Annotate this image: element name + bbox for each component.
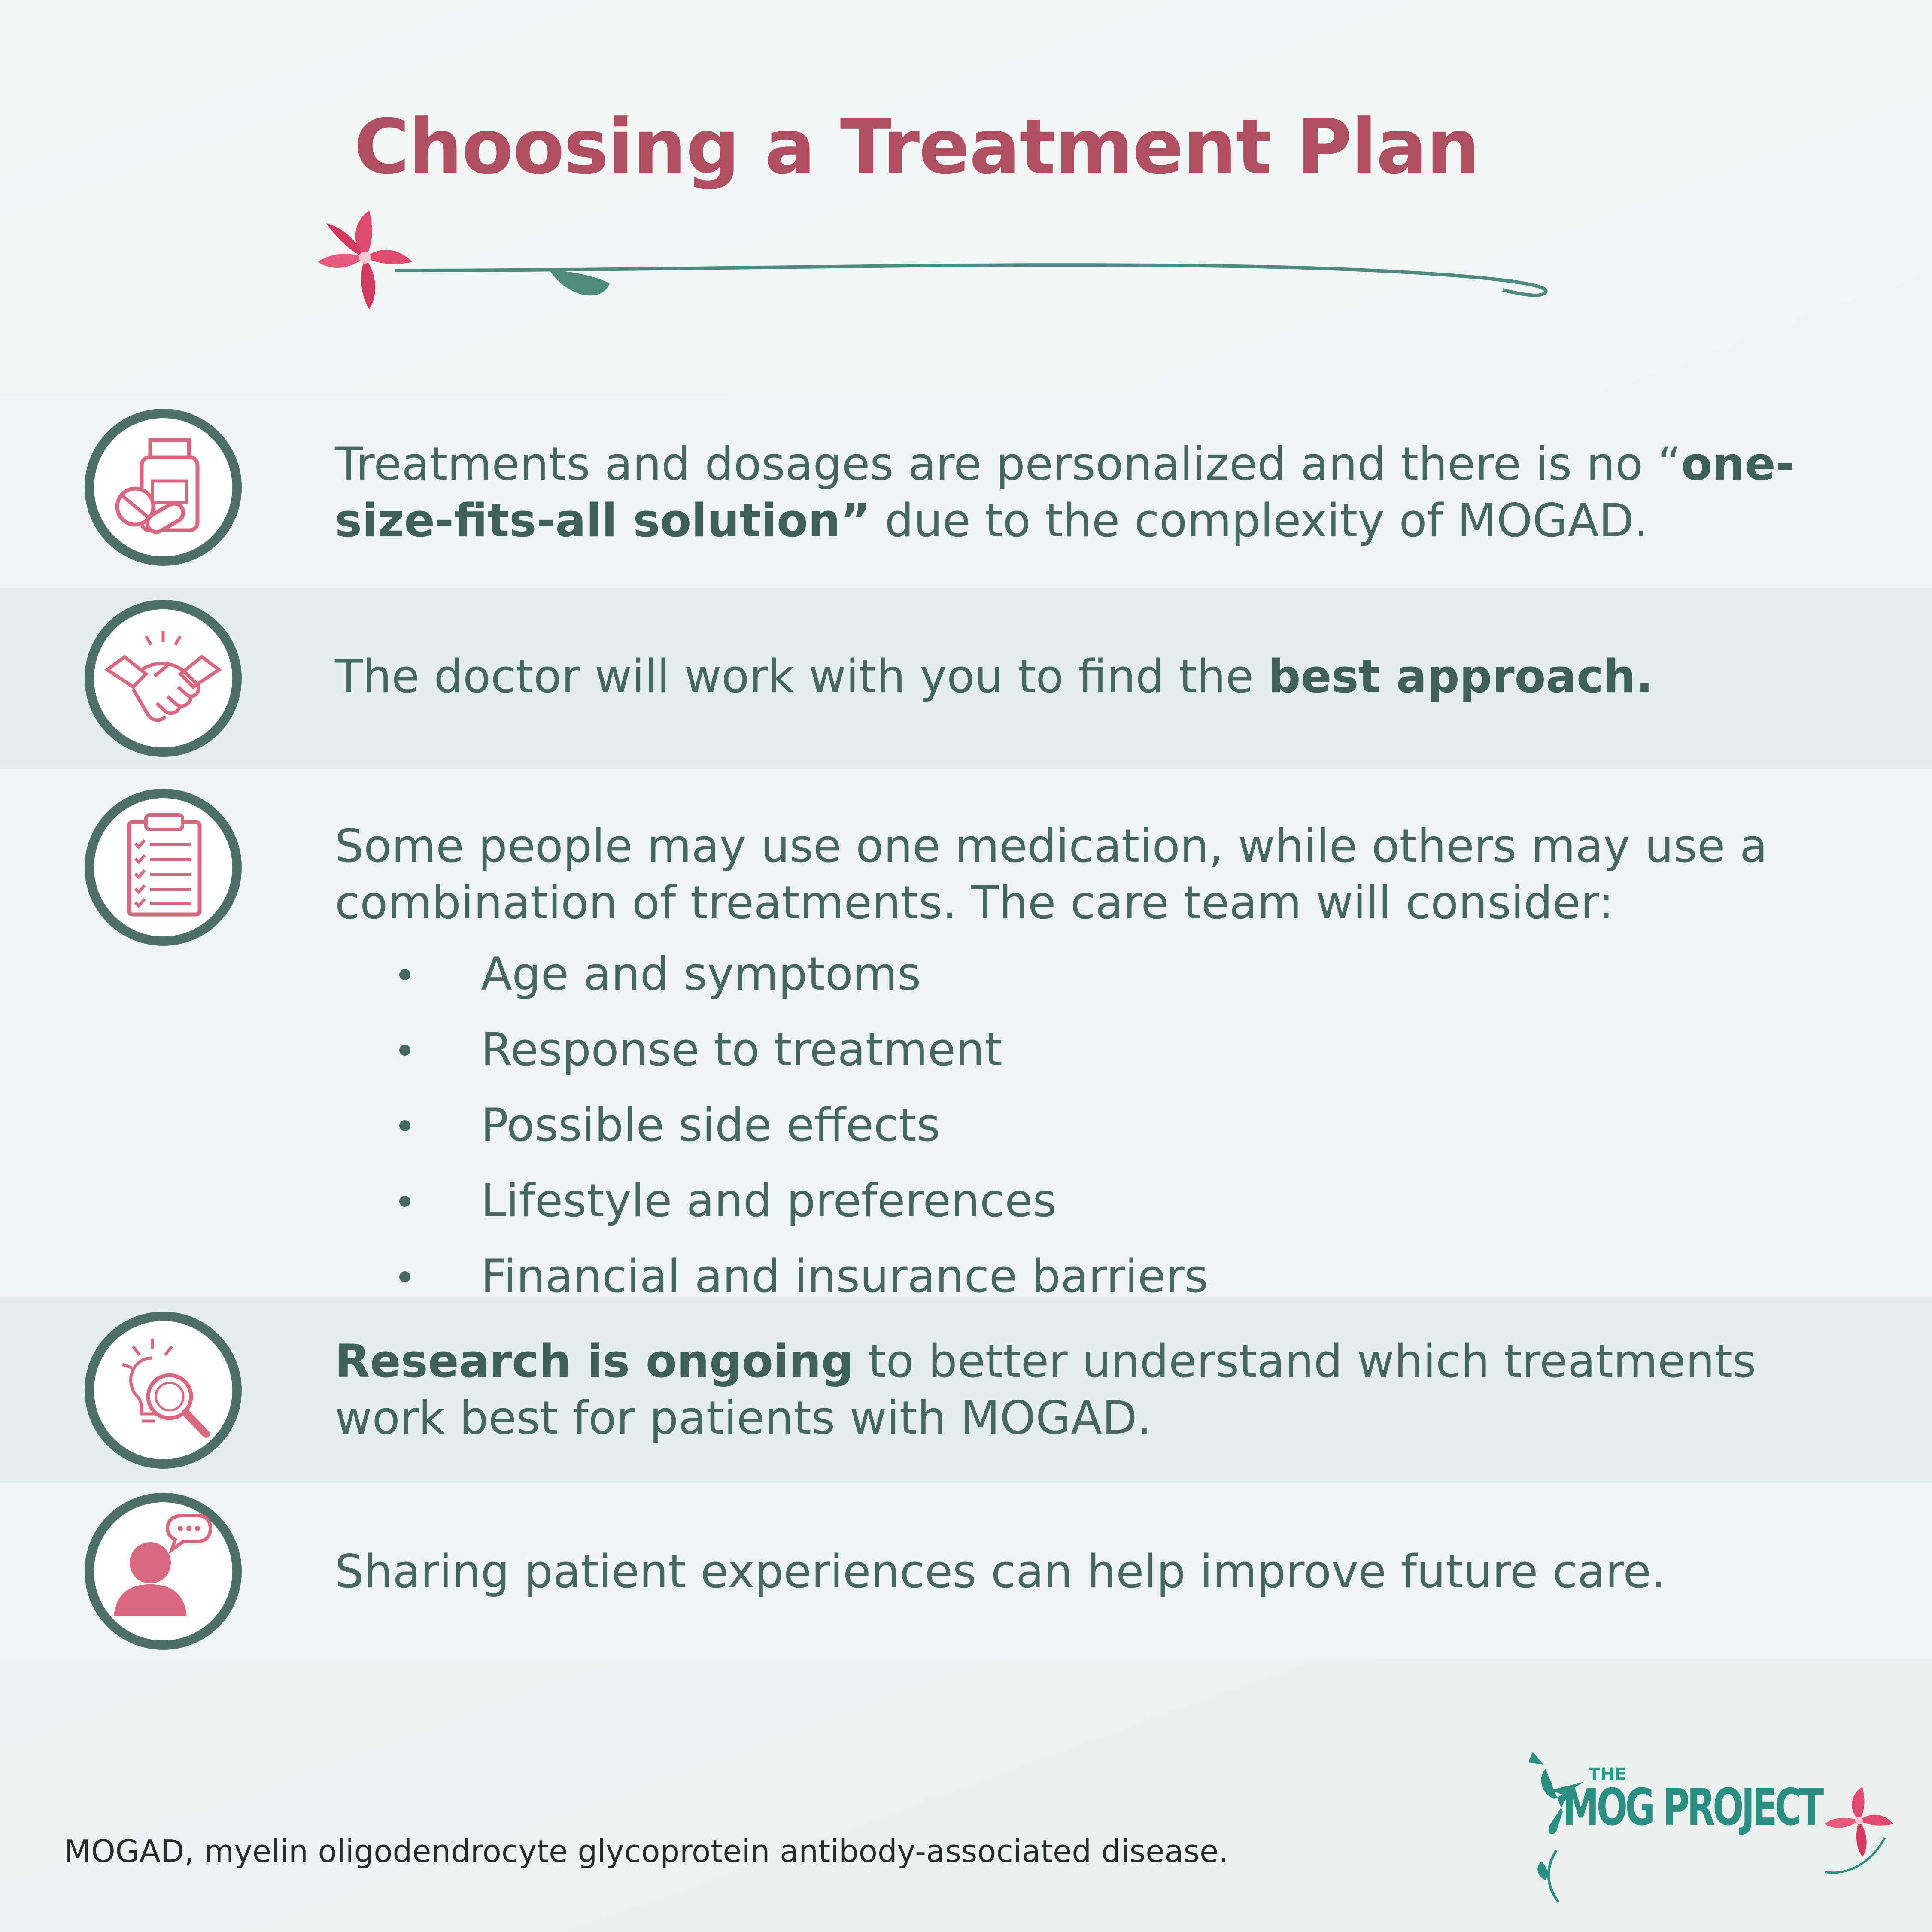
row-doctor: The doctor will work with you to find th… [0, 588, 1932, 769]
person-speech-bubble-icon [85, 1493, 242, 1650]
list-item: Response to treatment [335, 1012, 1838, 1088]
page-title: Choosing a Treatment Plan [354, 103, 1480, 191]
item-text-considerations: Some people may use one medication, whil… [335, 818, 1838, 1314]
medicine-bottle-icon [85, 409, 242, 566]
footnote: MOGAD, myelin oligodendrocyte glycoprote… [64, 1833, 1229, 1869]
item-text-doctor: The doctor will work with you to find th… [335, 650, 1653, 703]
row-research: Research is ongoing to better understand… [0, 1297, 1932, 1483]
row-sharing: Sharing patient experiences can help imp… [0, 1483, 1932, 1659]
lily-ornament-icon [318, 210, 1548, 309]
list-item: Possible side effects [335, 1088, 1838, 1163]
lily-logo-icon [1824, 1787, 1893, 1874]
row-personalized: Treatments and dosages are personalized … [0, 393, 1932, 588]
logo-name: MOG PROJECT [1563, 1777, 1824, 1837]
handshake-icon [85, 600, 242, 757]
row-considerations: Some people may use one medication, whil… [0, 769, 1932, 1303]
item-text-sharing: Sharing patient experiences can help imp… [335, 1545, 1666, 1598]
list-item: Age and symptoms [335, 936, 1838, 1012]
item-text-personalized: Treatments and dosages are personalized … [335, 437, 1795, 547]
logo-the: THE [1589, 1765, 1627, 1784]
lightbulb-magnifier-icon [85, 1312, 242, 1469]
clipboard-checklist-icon [85, 789, 242, 946]
item-text-research: Research is ongoing to better understand… [335, 1335, 1756, 1444]
list-item: Financial and insurance barriers [335, 1239, 1838, 1314]
hummingbird-icon [1528, 1747, 1584, 1903]
list-item: Lifestyle and preferences [335, 1163, 1838, 1239]
consideration-list: Age and symptoms Response to treatment P… [335, 936, 1838, 1314]
